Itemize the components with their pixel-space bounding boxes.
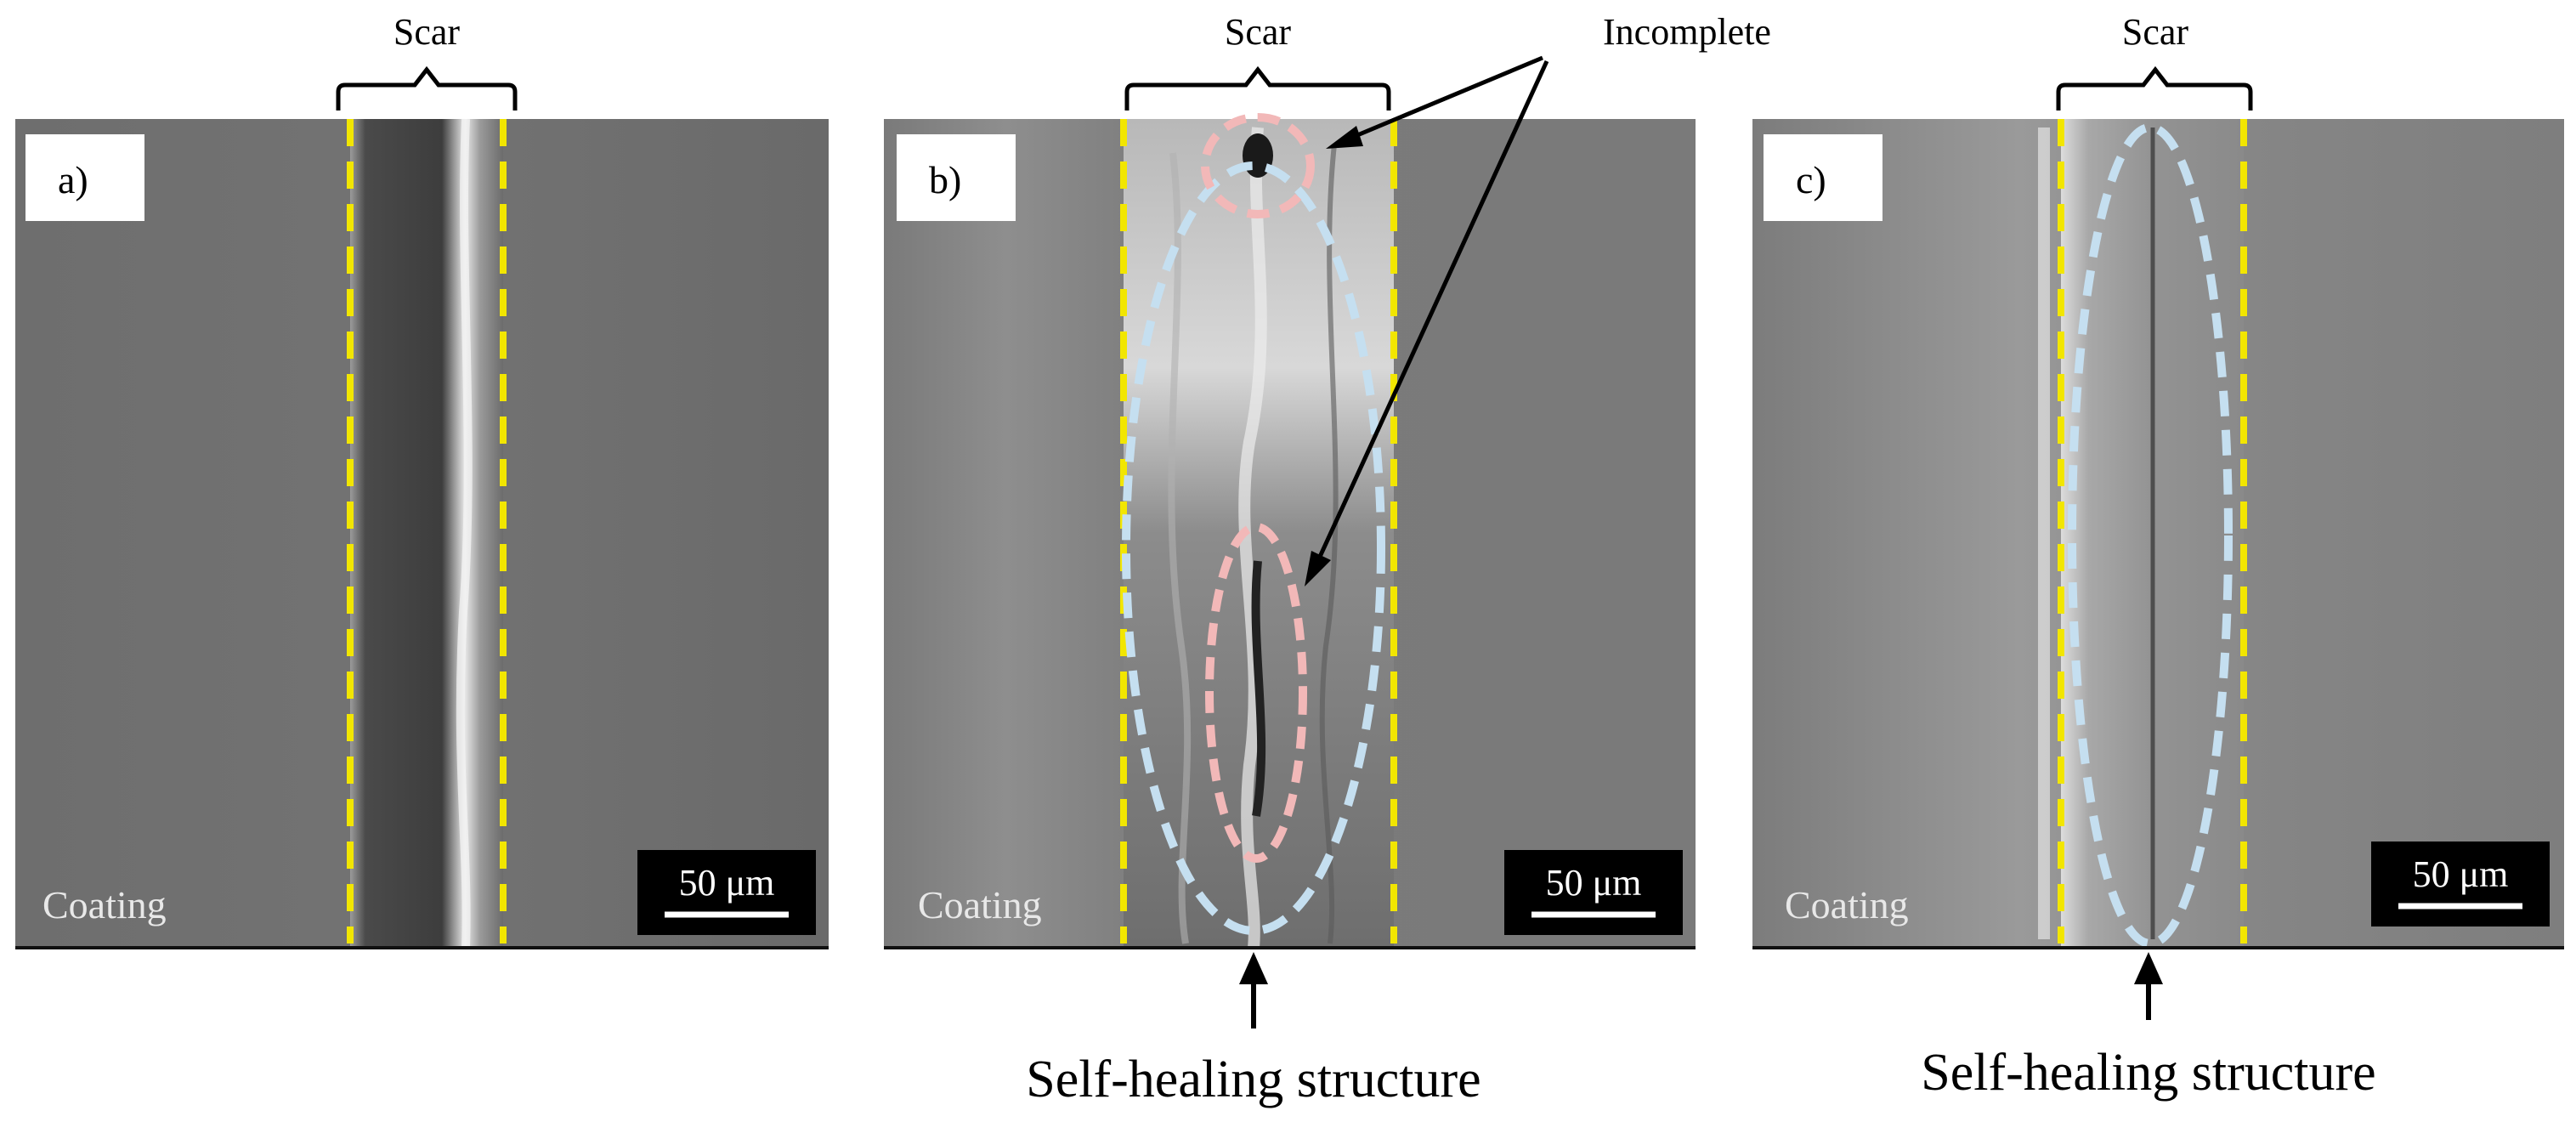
incomplete-label: Incomplete <box>1603 11 1771 53</box>
panel-label-box-c <box>1764 134 1882 221</box>
panel-label-c: c) <box>1796 158 1826 201</box>
healing-ellipse-b <box>1122 162 1385 935</box>
scar-texture-b2 <box>1168 152 1192 944</box>
healing-ellipse-c <box>2068 123 2233 948</box>
arrow-head-b <box>1239 952 1268 984</box>
incomplete-ellipse-top-b <box>1201 113 1315 218</box>
callout-arrow-shaft-top <box>1350 55 1543 140</box>
scale-bar-text-c: 50 μm <box>2413 853 2509 895</box>
scale-bar-box-a <box>637 850 816 935</box>
scale-bar-text-a: 50 μm <box>679 862 775 904</box>
scar-crack-b <box>1251 560 1266 817</box>
incomplete-callout: Incomplete <box>1305 11 1771 586</box>
panel-label-box-b <box>897 134 1016 221</box>
panel-b: b) Scar Coating 50 μm Self-healing struc… <box>884 11 1696 1108</box>
self-healing-label-c: Self-healing structure <box>1921 1044 2375 1102</box>
callout-arrow-shaft-mid <box>1317 60 1549 558</box>
scar-texture-b3 <box>1319 144 1339 944</box>
scar-label-a: Scar <box>393 11 461 53</box>
scar-bracket-c <box>2056 65 2253 110</box>
panel-c: c) Scar Coating 50 μm Self-healing struc… <box>1752 11 2564 1102</box>
scale-bar-box-b <box>1504 850 1683 935</box>
incomplete-ellipse-mid-b <box>1205 523 1307 863</box>
callout-arrow-head-mid <box>1305 551 1331 586</box>
scar-bracket-b <box>1124 65 1391 110</box>
arrow-head-c <box>2134 952 2163 984</box>
scar-label-b: Scar <box>1225 11 1292 53</box>
scar-bracket-a <box>336 65 518 110</box>
scar-label-c: Scar <box>2122 11 2189 53</box>
scar-region-a <box>350 119 503 948</box>
panel-label-a: a) <box>58 158 88 201</box>
panel-label-b: b) <box>929 158 961 201</box>
scar-texture-a <box>456 118 473 949</box>
coating-label-a: Coating <box>42 883 167 926</box>
coating-label-c: Coating <box>1785 883 1909 926</box>
scale-bar-text-b: 50 μm <box>1546 862 1642 904</box>
self-healing-label-b: Self-healing structure <box>1026 1051 1480 1108</box>
callout-arrow-head-top <box>1326 126 1363 149</box>
panel-a: a) Scar Coating 50 μm <box>15 11 829 949</box>
coating-label-b: Coating <box>918 883 1042 926</box>
scale-bar-box-c <box>2371 842 2550 926</box>
scar-texture-b1 <box>1238 127 1267 949</box>
panel-label-box-a <box>25 134 144 221</box>
